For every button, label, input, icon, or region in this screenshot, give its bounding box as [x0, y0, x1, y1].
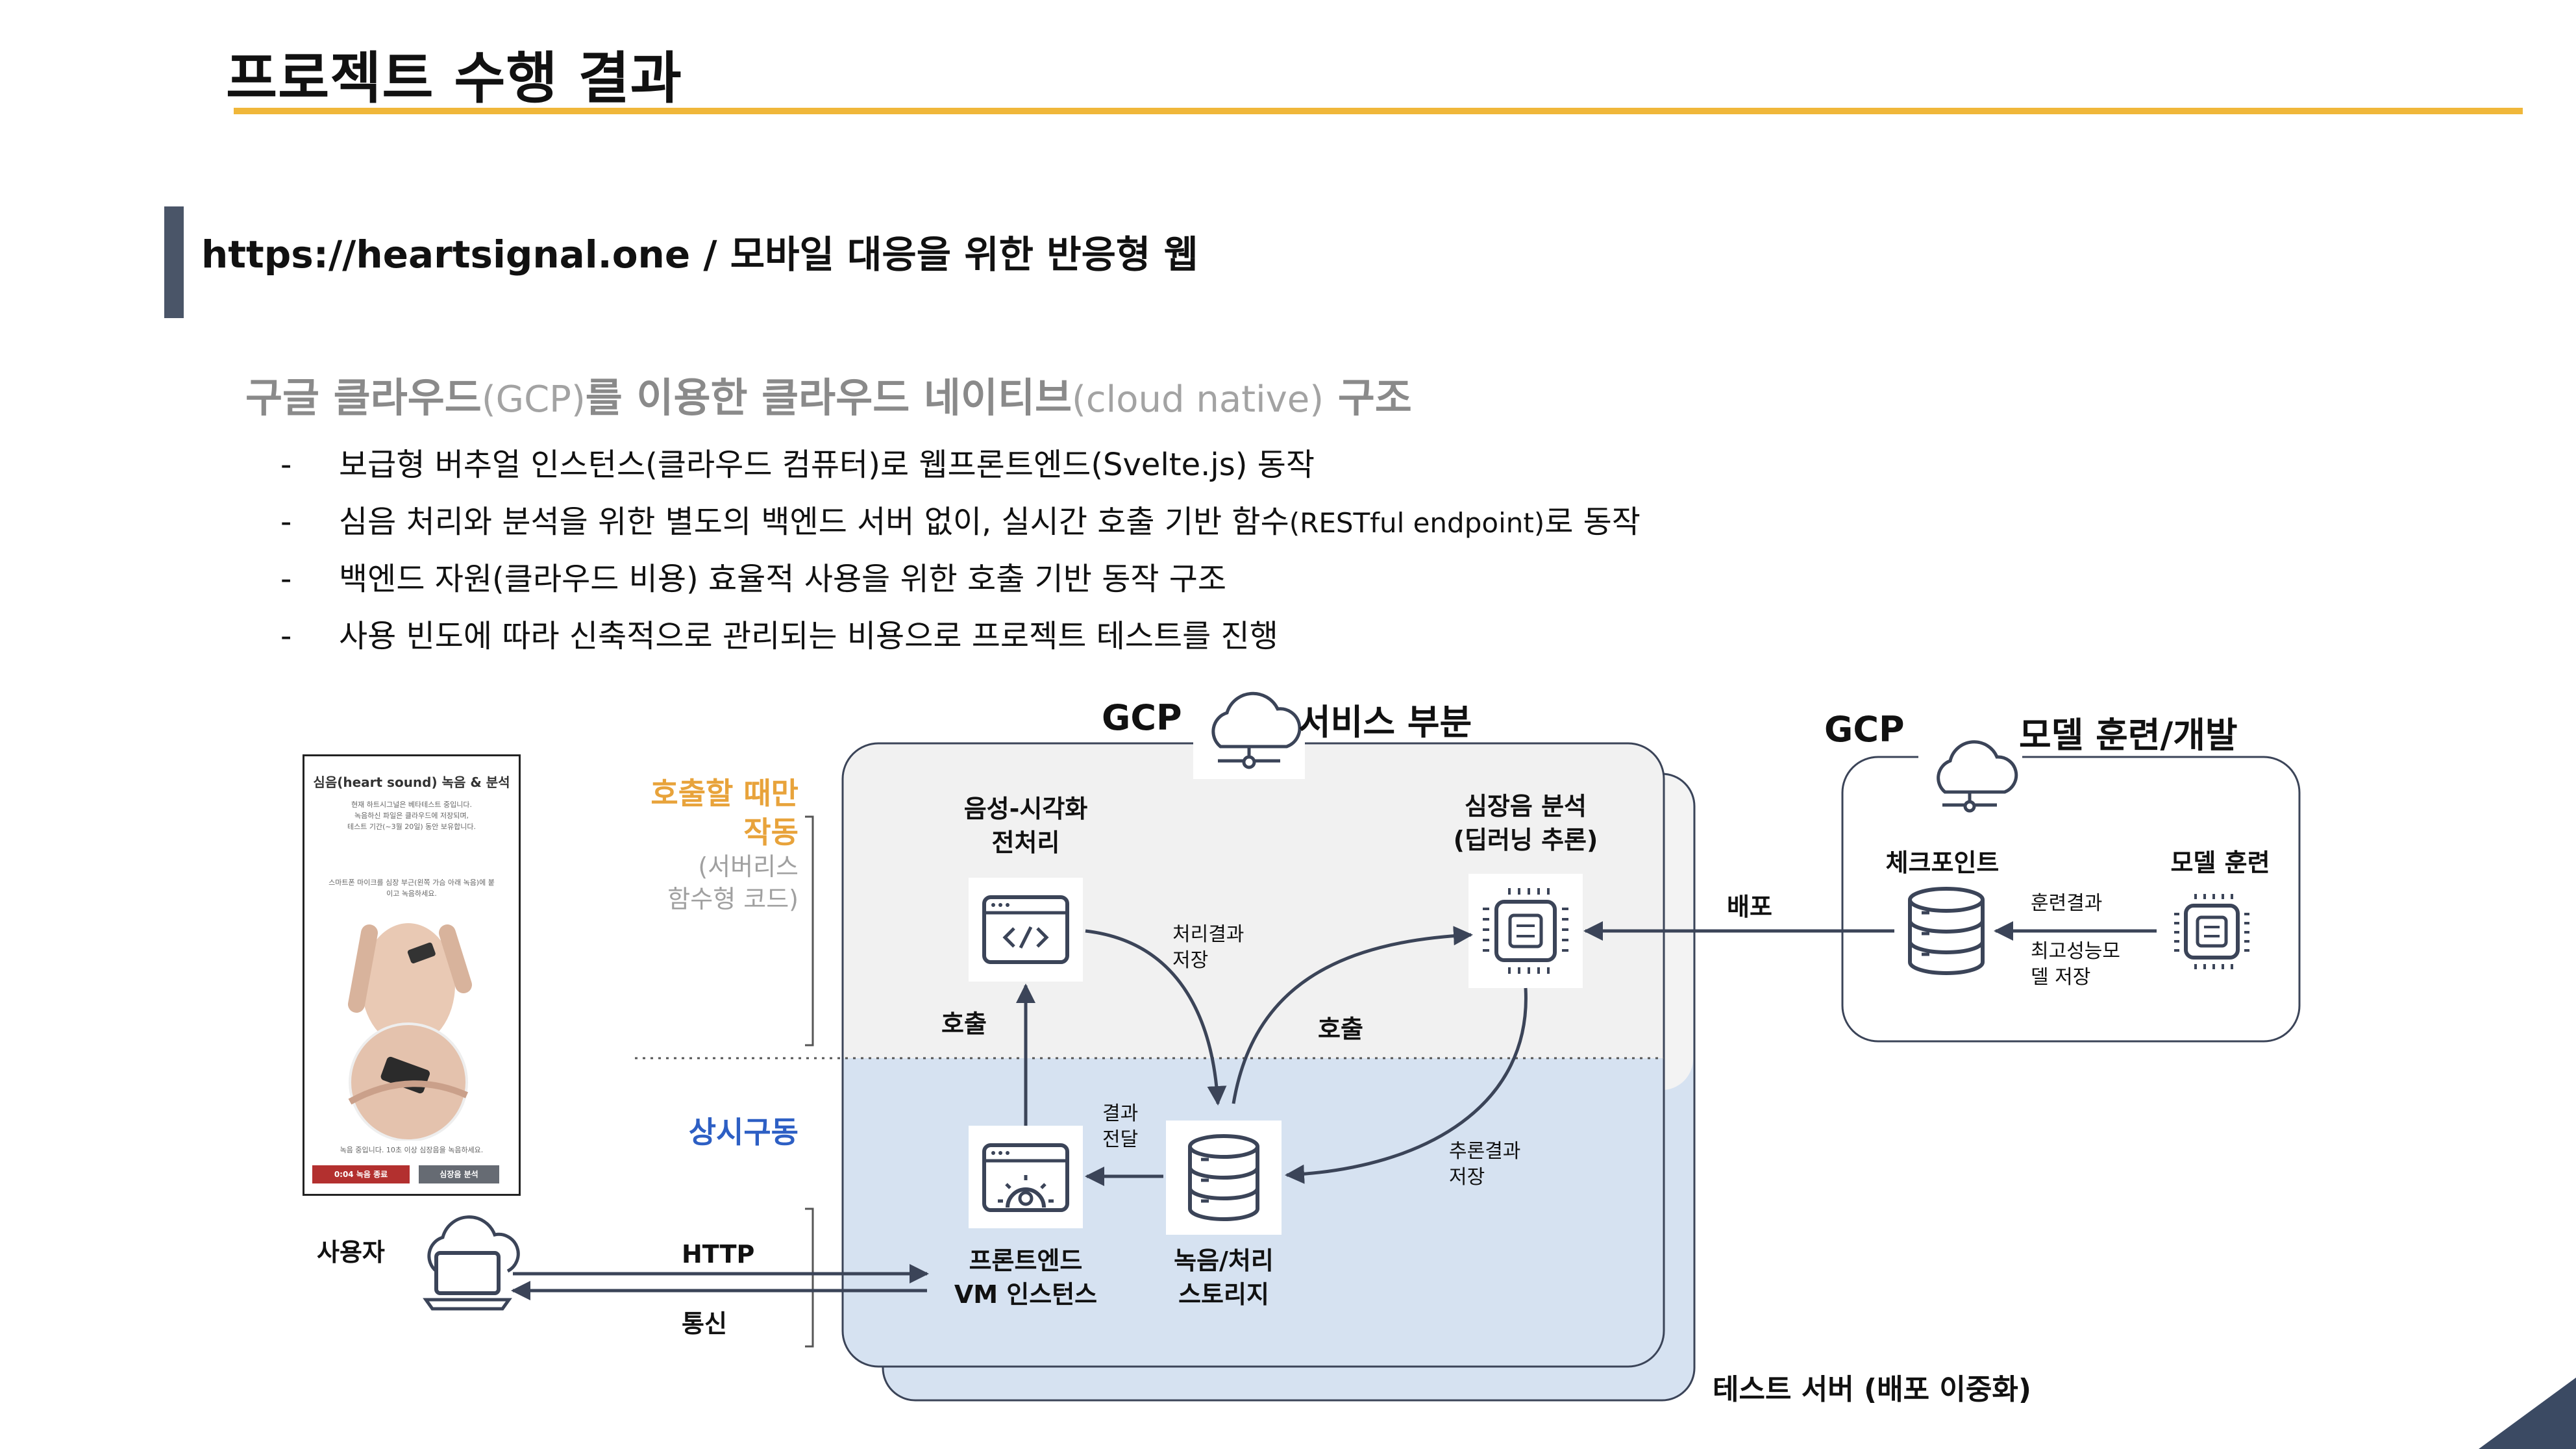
subtitle-accent-bar — [164, 206, 184, 318]
cloud-network-icon — [1193, 691, 1305, 779]
heading-part4: (cloud native) — [1072, 378, 1324, 421]
analyze-button[interactable]: 심장음 분석 — [419, 1165, 499, 1183]
heading-part2: (GCP) — [481, 378, 586, 421]
analysis-label: 심장음 분석(딥러닝 추론) — [1453, 792, 1598, 854]
deploy-label: 배포 — [1727, 893, 1772, 921]
settings-window-icon — [969, 1126, 1083, 1228]
chip-icon — [1468, 874, 1583, 988]
heading-part5: 구조 — [1324, 374, 1412, 421]
section-heading: 구글 클라우드(GCP)를 이용한 클라우드 네이티브(cloud native… — [245, 365, 1412, 423]
heading-part3: 를 이용한 클라우드 네이티브 — [585, 374, 1072, 421]
http-label: HTTP — [682, 1240, 755, 1269]
corner-decoration — [2479, 1378, 2576, 1449]
app-status: 녹음 중입니다. 10초 이상 심장음을 녹음하세요. — [340, 1146, 484, 1154]
database-icon — [1908, 887, 1985, 975]
call-label: 호출 — [1318, 1015, 1363, 1043]
service-label: 서비스 부분 — [1298, 702, 1472, 743]
test-server-label: 테스트 서버 (배포 이중화) — [1713, 1373, 2031, 1406]
brace-always-on — [805, 1208, 814, 1348]
model-training-label: 모델 훈련 — [2170, 848, 2270, 877]
stop-record-button[interactable]: 0:04 녹음 종료 — [312, 1165, 410, 1183]
model-label: 모델 훈련/개발 — [2019, 715, 2238, 756]
code-window-icon — [969, 878, 1083, 982]
heading-part1: 구글 클라우드 — [245, 374, 482, 421]
user-label: 사용자 — [317, 1238, 385, 1267]
page-title: 프로젝트 수행 결과 — [226, 46, 682, 111]
bullet-item: -백엔드 자원(클라우드 비용) 효율적 사용을 위한 호출 기반 동작 구조 — [280, 561, 1227, 597]
chip-icon — [2174, 894, 2249, 969]
model-training-box — [1841, 756, 2301, 1043]
cloud-laptop-icon — [423, 1215, 520, 1311]
train-result-label: 훈련결과 — [2031, 892, 2103, 915]
bullet-item: -심음 처리와 분석을 위한 별도의 백엔드 서버 없이, 실시간 호출 기반 … — [280, 504, 1641, 540]
brace-on-demand — [805, 815, 814, 1046]
chest-illustration — [348, 923, 472, 1141]
bullet-item: -사용 빈도에 따라 신축적으로 관리되는 비용으로 프로젝트 테스트를 진행 — [280, 618, 1278, 654]
mobile-app-preview: 심음(heart sound) 녹음 & 분석 현재 하트시그널은 베타테스트 … — [303, 754, 521, 1196]
database-icon — [1166, 1121, 1282, 1235]
always-on-label: 상시구동 — [688, 1115, 799, 1150]
bullet-item: -보급형 버추얼 인스턴스(클라우드 컴퓨터)로 웹프론트엔드(Svelte.j… — [280, 447, 1315, 483]
model-gcp-label: GCP — [1824, 709, 1905, 750]
title-underline — [234, 108, 2523, 114]
comm-label: 통신 — [682, 1309, 727, 1338]
gcp-label: GCP — [1102, 697, 1182, 738]
call-label: 호출 — [941, 1009, 987, 1038]
checkpoint-label: 체크포인트 — [1885, 848, 2000, 877]
app-title: 심음(heart sound) 녹음 & 분석 — [313, 774, 510, 790]
connection-arrows — [511, 921, 2157, 1300]
cloud-network-icon — [1918, 734, 2022, 813]
subtitle-url: https://heartsignal.one / 모바일 대응을 위한 반응형… — [201, 232, 1198, 277]
app-intro: 현재 하트시그널은 베타테스트 중입니다.녹음하신 파일은 클라우드에 저장되며… — [347, 800, 476, 831]
